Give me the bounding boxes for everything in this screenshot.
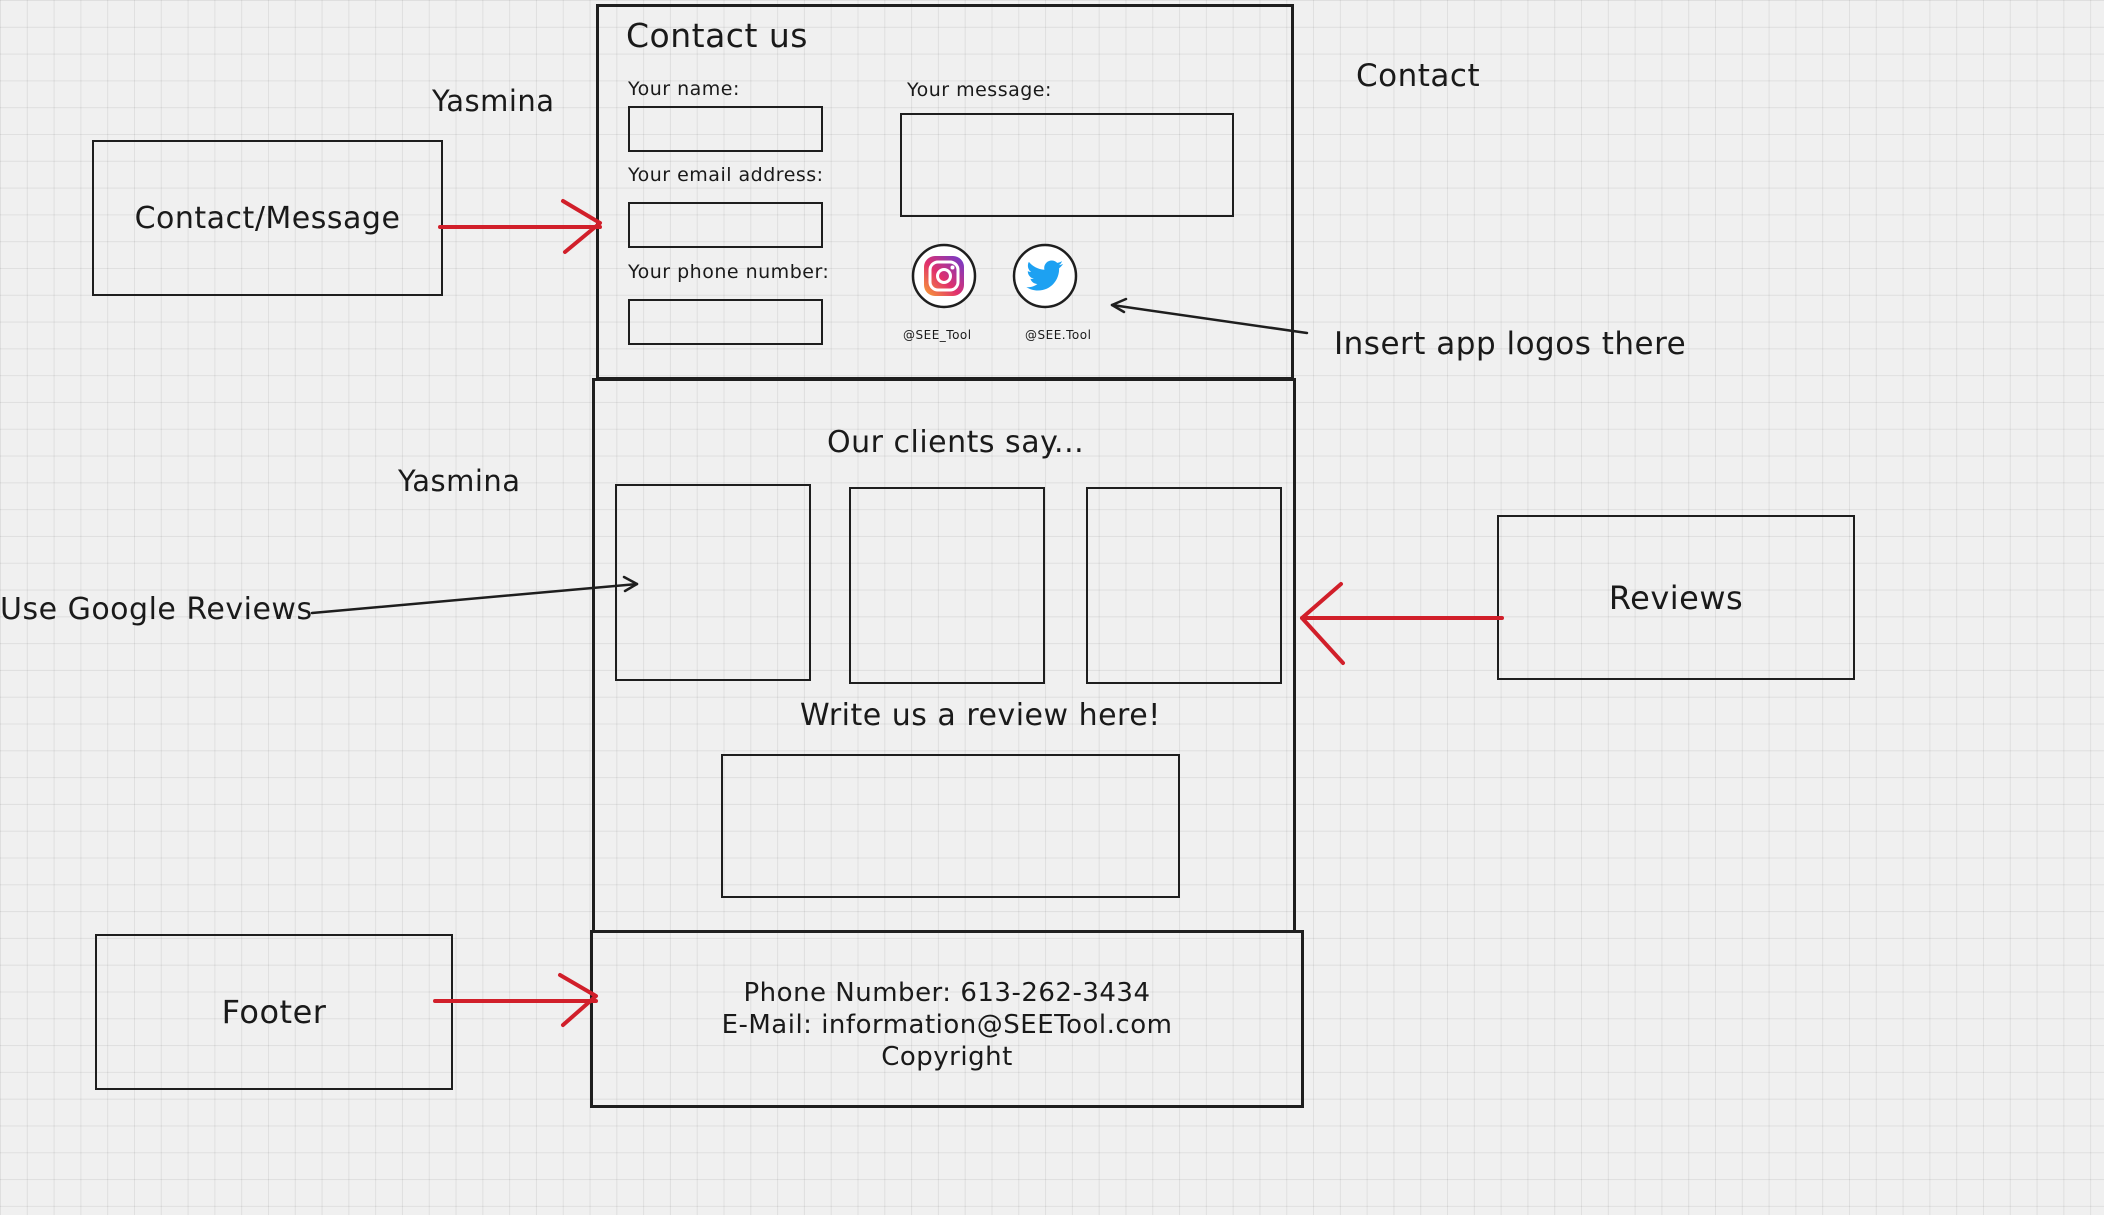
contact-message-label-box: Contact/Message [92,140,443,296]
review-card-2 [849,487,1045,684]
message-label: Your message: [907,79,1052,101]
contact-heading-note: Contact [1356,58,1481,94]
logos-arrow [1110,297,1309,335]
contact-message-label: Contact/Message [134,200,401,236]
footer-section [590,930,1304,1108]
reviews-title: Our clients say... [827,425,1085,460]
author-note-middle: Yasmina [398,464,521,498]
reviews-label: Reviews [1608,578,1744,617]
review-card-1 [615,484,811,681]
footer-content: Phone Number: 613-262-3434 E-Mail: infor… [590,975,1304,1075]
phone-label: Your phone number: [628,261,830,283]
phone-field[interactable] [628,299,823,345]
email-field[interactable] [628,202,823,248]
footer-label: Footer [221,993,327,1031]
write-review-prompt: Write us a review here! [800,698,1161,733]
footer-phone: Phone Number: 613-262-3434 [743,978,1151,1008]
name-label: Your name: [628,78,740,100]
reviews-arrow [1300,582,1504,665]
instagram-icon[interactable] [911,243,977,309]
contact-title: Contact us [626,16,808,55]
message-field[interactable] [900,113,1234,217]
review-card-3 [1086,487,1282,684]
footer-email: E-Mail: information@SEETool.com [721,1010,1173,1040]
instagram-handle: @SEE_Tool [903,328,972,342]
footer-label-box: Footer [95,934,453,1090]
insert-logos-note: Insert app logos there [1334,326,1687,362]
reviews-label-box: Reviews [1497,515,1855,680]
twitter-icon[interactable] [1012,243,1078,309]
google-reviews-note: Use Google Reviews [0,592,313,627]
footer-copyright: Copyright [881,1042,1013,1072]
google-reviews-arrow [310,575,639,615]
author-note-top: Yasmina [432,84,555,118]
contact-arrow [438,199,602,254]
email-label: Your email address: [628,164,824,186]
footer-arrow [433,973,598,1027]
name-field[interactable] [628,106,823,152]
write-review-field[interactable] [721,754,1180,898]
twitter-handle: @SEE.Tool [1025,328,1092,342]
